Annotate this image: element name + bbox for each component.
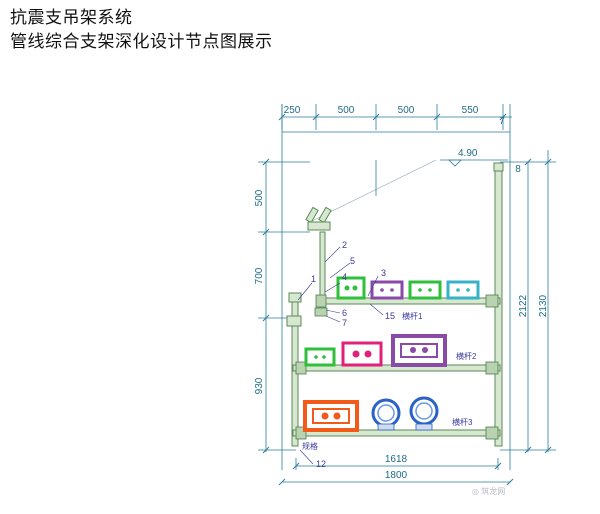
title-line-2: 管线综合支架深化设计节点图展示 bbox=[10, 32, 273, 51]
dim-right-outer: 2130 bbox=[538, 294, 549, 317]
bottom-tag: 规格 bbox=[302, 441, 318, 451]
callout-leaders bbox=[297, 246, 384, 465]
beam-fittings bbox=[295, 294, 499, 440]
support-frame bbox=[286, 162, 504, 447]
beam-tag-3: 横杆3 bbox=[452, 417, 473, 427]
dimension-ticks bbox=[262, 113, 552, 486]
dim-bottom-outer: 1800 bbox=[385, 470, 408, 481]
dim-right-inner: 2122 bbox=[518, 294, 529, 317]
elevation-marker-icon bbox=[448, 159, 462, 167]
title-block: 抗震支吊架系统 管线综合支架深化设计节点图展示 bbox=[10, 6, 273, 54]
dim-top-2: 500 bbox=[338, 105, 355, 116]
dimension-texts: 250 500 500 550 7 4.90 8 500 700 930 212… bbox=[254, 105, 549, 481]
dim-top-1: 250 bbox=[284, 105, 301, 116]
dim-left-2: 700 bbox=[254, 267, 265, 284]
beam2-items bbox=[304, 334, 447, 367]
beam1-items bbox=[336, 276, 480, 300]
cyan-cable-tray bbox=[446, 280, 480, 300]
beam3-items bbox=[303, 396, 439, 432]
dim-left-3: 930 bbox=[254, 377, 265, 394]
green-cable-tray bbox=[408, 280, 442, 300]
watermark: ◎ 筑龙网 bbox=[472, 486, 505, 496]
purple-cable-tray bbox=[370, 280, 404, 300]
dim-top-3: 500 bbox=[398, 105, 415, 116]
callout-15: 15 bbox=[385, 311, 395, 321]
elevation-label: 4.90 bbox=[458, 148, 478, 159]
callout-1: 1 bbox=[311, 274, 316, 284]
dimension-lines bbox=[258, 104, 556, 483]
dim-top-4: 550 bbox=[462, 105, 479, 116]
callout-2: 2 bbox=[342, 240, 347, 250]
green-cable-tray bbox=[336, 276, 366, 300]
dim-left-1: 500 bbox=[254, 189, 265, 206]
dim-top-small: 7 bbox=[499, 116, 505, 127]
beam-tags: 横杆1 横杆2 横杆3 规格 bbox=[302, 311, 477, 451]
callout-5: 5 bbox=[350, 256, 355, 266]
callout-7: 7 bbox=[342, 318, 347, 328]
magenta-cable-tray bbox=[341, 341, 383, 367]
pipe-icon bbox=[409, 396, 439, 426]
beam-tag-2: 横杆2 bbox=[456, 351, 477, 361]
callout-6: 6 bbox=[342, 308, 347, 318]
dim-bottom-inner: 1618 bbox=[385, 454, 408, 465]
green-cable-tray bbox=[304, 347, 336, 367]
callout-12: 12 bbox=[316, 459, 326, 469]
callout-texts: 1 2 3 4 5 6 7 15 12 bbox=[311, 240, 395, 469]
pipe-icon bbox=[371, 398, 401, 428]
callout-4: 4 bbox=[342, 272, 347, 282]
title-line-1: 抗震支吊架系统 bbox=[10, 8, 133, 27]
dim-right-small: 8 bbox=[515, 164, 521, 175]
beam-tag-1: 横杆1 bbox=[402, 311, 423, 321]
callout-3: 3 bbox=[381, 268, 386, 278]
